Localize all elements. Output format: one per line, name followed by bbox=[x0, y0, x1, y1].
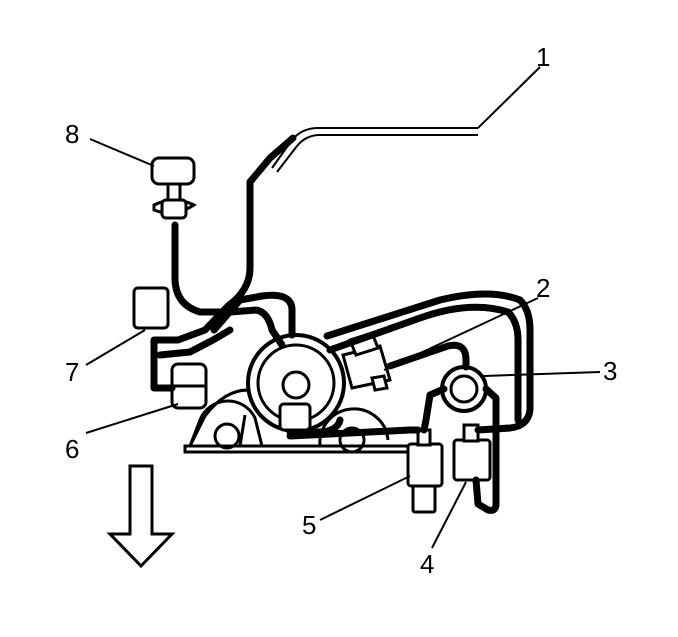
component-8-reservoir bbox=[150, 156, 198, 220]
callout-4: 4 bbox=[420, 549, 434, 579]
callout-8: 8 bbox=[65, 119, 79, 149]
component-7-box bbox=[132, 286, 170, 330]
component-6-module bbox=[170, 362, 208, 410]
callout-7: 7 bbox=[65, 357, 79, 387]
leader-lines bbox=[85, 66, 601, 549]
down-arrow-icon bbox=[106, 464, 176, 569]
vacuum-hoses bbox=[150, 134, 534, 514]
callout-1: 1 bbox=[536, 42, 550, 72]
component-4-solenoid bbox=[452, 423, 492, 482]
callout-6: 6 bbox=[65, 434, 79, 464]
callout-2: 2 bbox=[536, 273, 550, 303]
throttle-body bbox=[246, 333, 346, 433]
callout-5: 5 bbox=[302, 510, 316, 540]
callout-3: 3 bbox=[603, 356, 617, 386]
component-3-canister bbox=[440, 365, 488, 413]
item-1-line bbox=[271, 127, 478, 173]
component-5-solenoid bbox=[406, 428, 444, 514]
